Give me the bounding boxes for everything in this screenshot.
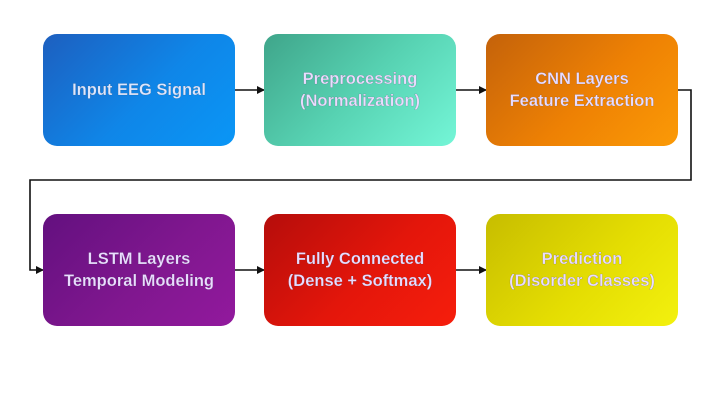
node-label: Fully Connected [295,250,425,268]
arrow-cnn-to-lstm [29,89,692,274]
node-preprocessing: Preprocessing (Normalization) [264,34,456,146]
node-sublabel: Temporal Modeling [63,272,215,290]
node-label: CNN Layers [535,70,629,88]
node-sublabel: (Dense + Softmax) [287,272,433,290]
node-label: Input EEG Signal [72,81,206,99]
node-sublabel: Feature Extraction [509,92,655,110]
node-lstm-layers: LSTM Layers Temporal Modeling [43,214,235,326]
node-cnn-layers: CNN Layers Feature Extraction [486,34,678,146]
node-fully-connected: Fully Connected (Dense + Softmax) [264,214,456,326]
node-prediction: Prediction (Disorder Classes) [486,214,678,326]
node-sublabel: (Normalization) [299,92,421,110]
node-label: LSTM Layers [87,250,191,268]
node-sublabel: (Disorder Classes) [509,272,655,290]
node-input-eeg-signal: Input EEG Signal [43,34,235,146]
node-label: Prediction [541,250,623,268]
node-label: Preprocessing [302,70,418,88]
